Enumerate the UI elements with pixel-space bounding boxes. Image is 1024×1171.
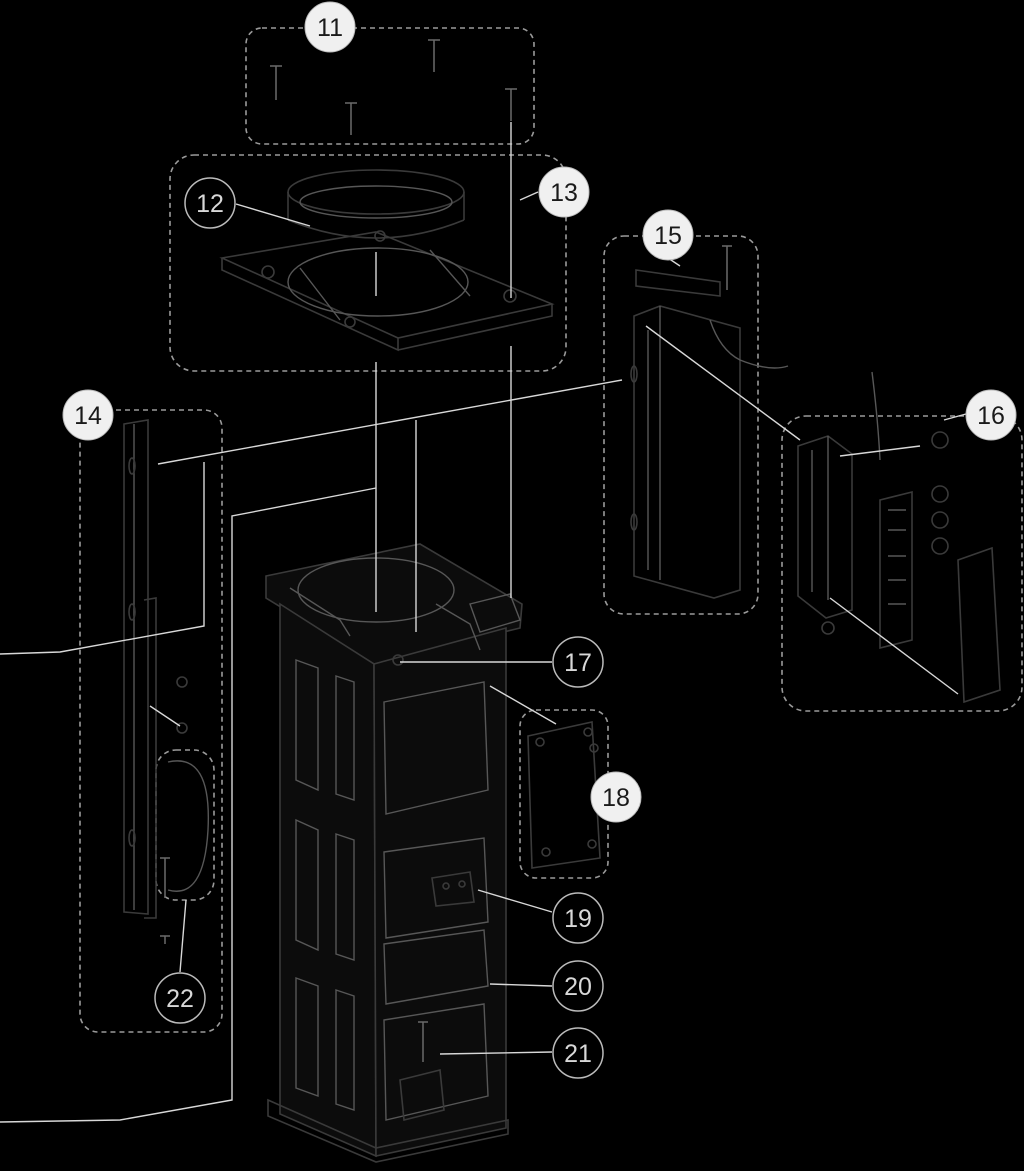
callout-14-label: 14 <box>74 402 102 430</box>
callout-15: 15 <box>642 209 694 261</box>
leader-13 <box>519 191 539 201</box>
group-box-15 <box>603 235 759 615</box>
callout-22-label: 22 <box>166 985 194 1013</box>
leader-20 <box>489 983 553 987</box>
leader-12 <box>235 203 311 227</box>
screw <box>270 65 282 100</box>
top-ring-12 <box>287 169 465 239</box>
callout-20: 20 <box>552 960 604 1012</box>
right-face-windows <box>383 681 489 1121</box>
group-box-22 <box>155 749 215 901</box>
assembly-line <box>489 685 557 725</box>
assembly-line <box>829 597 959 695</box>
callout-18-label: 18 <box>602 784 630 812</box>
assembly-line <box>157 379 623 465</box>
side-panel-14 <box>123 419 210 944</box>
group-box-14 <box>79 409 223 1033</box>
assembly-line <box>0 462 205 655</box>
callout-21-label: 21 <box>564 1040 592 1068</box>
screw <box>505 88 517 121</box>
callout-21: 21 <box>552 1027 604 1079</box>
leader-21 <box>439 1051 553 1055</box>
callout-19-label: 19 <box>564 905 592 933</box>
detail-19 <box>431 871 475 907</box>
leader-lines <box>0 122 967 1123</box>
screw <box>345 102 357 135</box>
assembly-line <box>0 487 377 1123</box>
detail-21 <box>399 1021 445 1122</box>
callout-12: 12 <box>184 177 236 229</box>
screw <box>428 39 440 72</box>
cover-plate-18 <box>527 721 601 869</box>
main-body-20 <box>265 543 523 1163</box>
callouts: 11 12 13 14 15 16 17 18 <box>62 1 1017 1079</box>
electrical-box-16 <box>797 371 1001 704</box>
callout-18: 18 <box>590 771 642 823</box>
callout-16: 16 <box>965 389 1017 441</box>
callout-14: 14 <box>62 389 114 441</box>
detail-17 <box>392 603 481 666</box>
callout-20-label: 20 <box>564 973 592 1001</box>
callout-22: 22 <box>154 972 206 1024</box>
leader-19 <box>477 889 553 913</box>
group-box-16 <box>781 415 1023 712</box>
cable-glands <box>821 431 949 635</box>
left-face-slots <box>295 659 355 1111</box>
callout-13: 13 <box>538 166 590 218</box>
callout-17-label: 17 <box>564 649 592 677</box>
callout-11: 11 <box>304 1 356 53</box>
callout-16-label: 16 <box>977 402 1005 430</box>
assembly-line <box>839 445 921 457</box>
assembly-line <box>149 705 181 727</box>
group-box-11 <box>245 27 535 145</box>
bracket-15 <box>630 245 789 599</box>
leader-16 <box>943 413 967 421</box>
callout-17: 17 <box>552 636 604 688</box>
top-plate-13 <box>219 230 555 352</box>
callout-13-label: 13 <box>550 179 578 207</box>
callout-19: 19 <box>552 892 604 944</box>
screws-11 <box>270 39 517 135</box>
callout-15-label: 15 <box>654 222 682 250</box>
group-box-13 <box>169 154 567 372</box>
leader-22 <box>179 899 187 973</box>
callout-12-label: 12 <box>196 190 224 218</box>
assembly-line <box>645 325 801 441</box>
callout-11-label: 11 <box>317 14 343 42</box>
